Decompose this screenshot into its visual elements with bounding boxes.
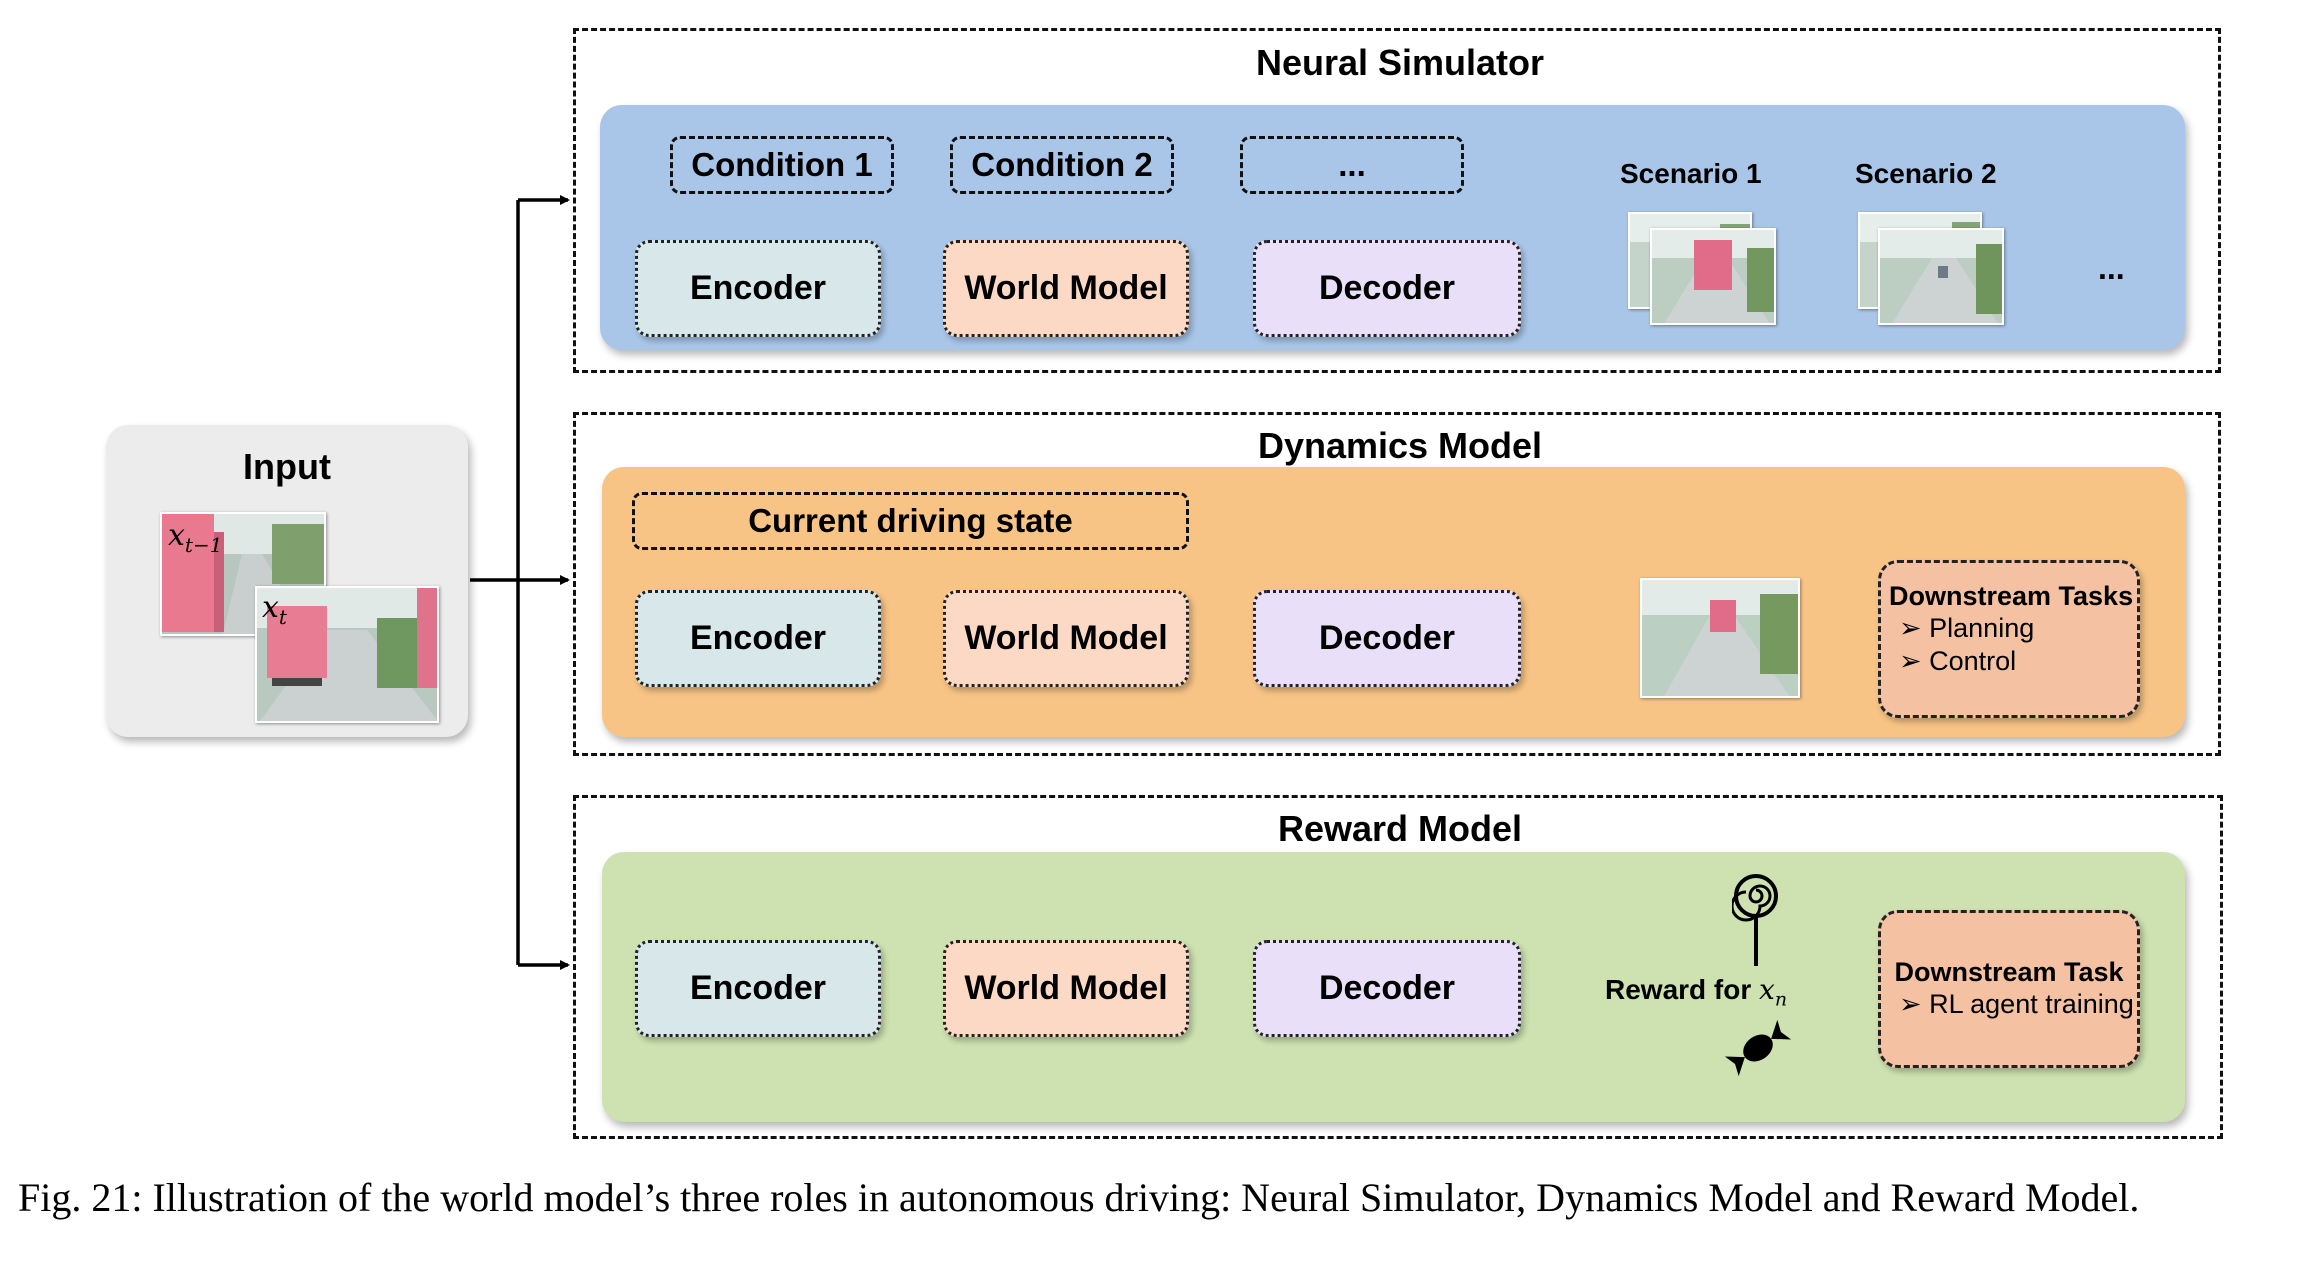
rm-downstream-task-box: Downstream Task ➢ RL agent training xyxy=(1878,910,2140,1068)
condition-2-box: Condition 2 xyxy=(950,136,1174,194)
rm-encoder-box: Encoder xyxy=(635,940,881,1037)
reward-label: Reward for xn xyxy=(1605,973,1788,1011)
dm-downstream-item: ➢ Planning xyxy=(1899,613,2035,643)
rm-decoder-box: Decoder xyxy=(1253,940,1521,1037)
reward-model-frame xyxy=(573,795,2223,1139)
ns-decoder-box: Decoder xyxy=(1253,240,1521,337)
dm-encoder-box: Encoder xyxy=(635,590,881,687)
dm-downstream-title: Downstream Tasks xyxy=(1889,581,2134,611)
neural-simulator-title: Neural Simulator xyxy=(1255,42,1545,83)
input-title: Input xyxy=(243,446,331,487)
dm-downstream-tasks-box: Downstream Tasks ➢ Planning ➢ Control xyxy=(1878,560,2140,718)
scenario-1-front-image xyxy=(1650,228,1776,325)
dm-decoder-box: Decoder xyxy=(1253,590,1521,687)
rm-downstream-item: ➢ RL agent training xyxy=(1899,989,2134,1019)
input-frame-previous-label: xt−1 xyxy=(168,518,223,557)
rm-world-model-box: World Model xyxy=(943,940,1189,1037)
input-frame-current-label: xt xyxy=(262,590,287,629)
scenario-more-ellipsis: ... xyxy=(2098,250,2125,286)
dm-predicted-frame-image xyxy=(1640,578,1800,698)
dm-world-model-box: World Model xyxy=(943,590,1189,687)
scenario-2-front-image xyxy=(1878,228,2004,325)
scenario-1-label: Scenario 1 xyxy=(1620,158,1762,189)
current-driving-state-box: Current driving state xyxy=(632,492,1189,550)
scenario-2-label: Scenario 2 xyxy=(1855,158,1997,189)
figure-caption: Fig. 21: Illustration of the world model… xyxy=(18,1175,2140,1220)
ns-world-model-box: World Model xyxy=(943,240,1189,337)
condition-1-box: Condition 1 xyxy=(670,136,894,194)
lollipop-icon xyxy=(1732,874,1778,966)
condition-more-box: ... xyxy=(1240,136,1464,194)
dynamics-model-frame xyxy=(573,412,2221,756)
ns-encoder-box: Encoder xyxy=(635,240,881,337)
reward-model-title: Reward Model xyxy=(1277,808,1523,849)
dynamics-model-title: Dynamics Model xyxy=(1257,425,1543,466)
candy-icon xyxy=(1724,1019,1792,1077)
dm-downstream-item: ➢ Control xyxy=(1899,646,2017,676)
neural-simulator-frame xyxy=(573,28,2221,373)
input-frame-current xyxy=(255,586,439,723)
rm-downstream-title: Downstream Task xyxy=(1894,957,2124,987)
